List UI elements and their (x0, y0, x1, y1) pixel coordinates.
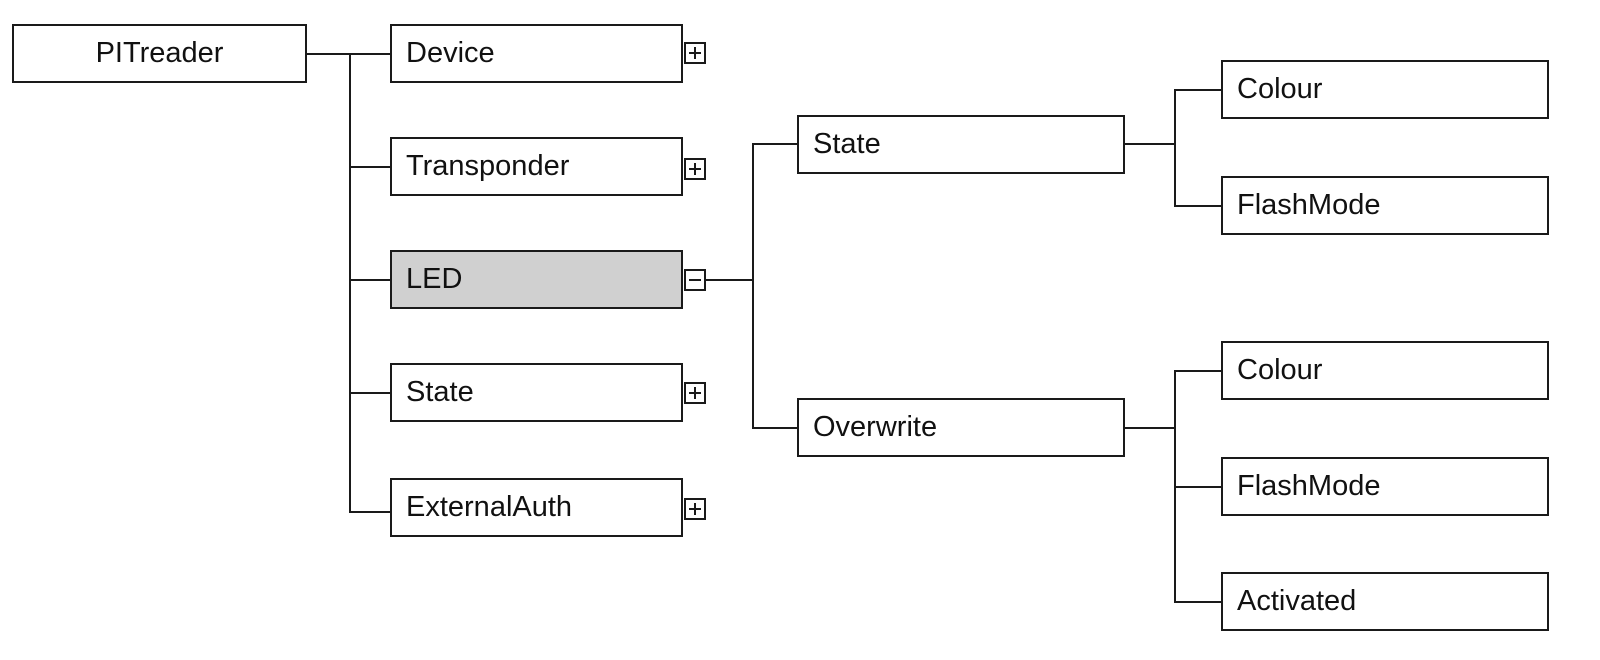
connector (349, 279, 391, 281)
expand-icon[interactable] (684, 498, 706, 520)
tree-node-led[interactable]: LED (390, 250, 683, 309)
tree-node-externalauth[interactable]: ExternalAuth (390, 478, 683, 537)
connector (349, 53, 351, 513)
tree-node-overwrite-colour[interactable]: Colour (1221, 341, 1549, 400)
expand-icon[interactable] (684, 382, 706, 404)
tree-node-state[interactable]: State (390, 363, 683, 422)
connector (706, 279, 754, 281)
connector (1174, 89, 1176, 207)
node-label: Activated (1237, 585, 1357, 617)
tree-node-overwrite-flashmode[interactable]: FlashMode (1221, 457, 1549, 516)
node-label: FlashMode (1237, 189, 1381, 221)
node-label: FlashMode (1237, 470, 1381, 502)
tree-node-state-flashmode[interactable]: FlashMode (1221, 176, 1549, 235)
connector (349, 166, 391, 168)
connector (1174, 601, 1222, 603)
connector (1124, 427, 1176, 429)
connector (1174, 205, 1222, 207)
node-label: LED (406, 263, 463, 295)
tree-node-led-state[interactable]: State (797, 115, 1125, 174)
node-label: Colour (1237, 354, 1323, 386)
collapse-icon[interactable] (684, 269, 706, 291)
tree-node-state-colour[interactable]: Colour (1221, 60, 1549, 119)
connector (1174, 89, 1222, 91)
node-label: Device (406, 37, 495, 69)
tree-node-transponder[interactable]: Transponder (390, 137, 683, 196)
connector (752, 427, 798, 429)
connector (349, 53, 391, 55)
connector (349, 511, 391, 513)
node-label: PITreader (95, 37, 224, 69)
tree-node-overwrite-activated[interactable]: Activated (1221, 572, 1549, 631)
node-label: Colour (1237, 73, 1323, 105)
connector (752, 143, 754, 429)
node-label: ExternalAuth (406, 491, 573, 523)
node-label: Overwrite (813, 411, 938, 443)
expand-icon[interactable] (684, 42, 706, 64)
node-label: State (406, 376, 474, 408)
connector (1174, 370, 1222, 372)
connector (1124, 143, 1176, 145)
connector (752, 143, 798, 145)
connector (349, 392, 391, 394)
expand-icon[interactable] (684, 158, 706, 180)
tree-node-led-overwrite[interactable]: Overwrite (797, 398, 1125, 457)
node-label: Transponder (406, 150, 570, 182)
node-label: State (813, 128, 881, 160)
tree-node-pitreader[interactable]: PITreader (12, 24, 307, 83)
connector (1174, 486, 1222, 488)
connector (306, 53, 351, 55)
tree-node-device[interactable]: Device (390, 24, 683, 83)
